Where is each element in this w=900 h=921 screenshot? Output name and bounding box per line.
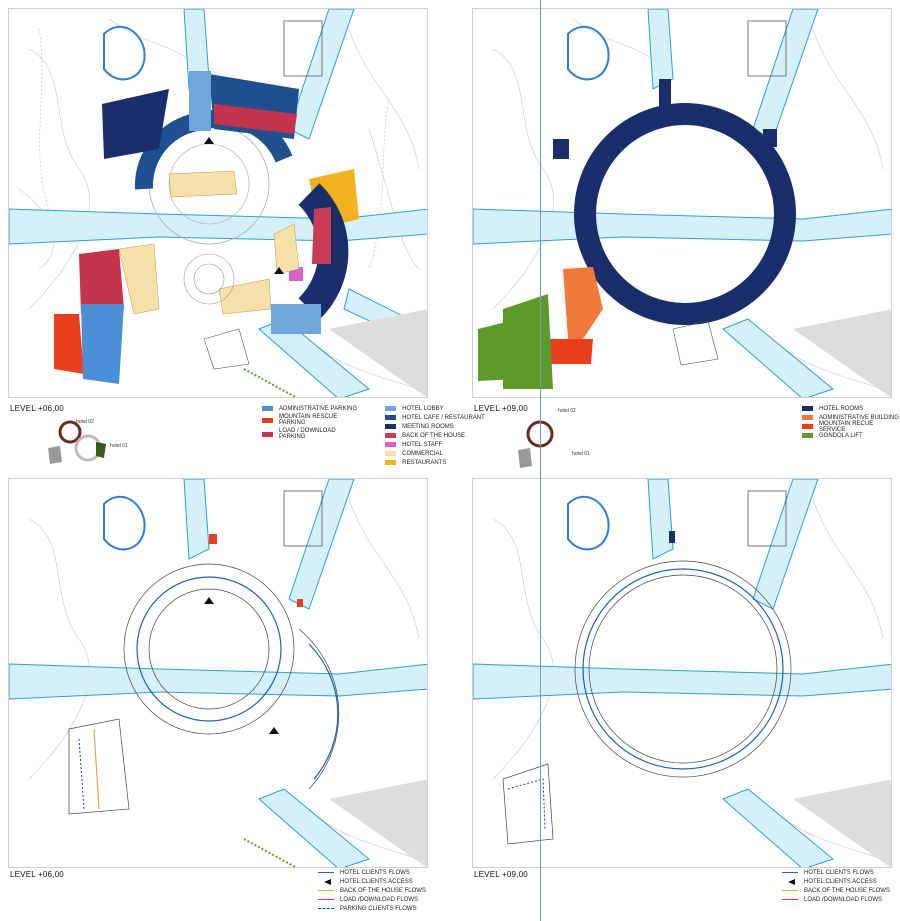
key-plan-mini (48, 420, 106, 464)
legend-item: HOTEL LOBBY (385, 404, 485, 413)
page-divider (540, 0, 541, 921)
plan-panel-bottom-left (8, 478, 428, 868)
plan-drawing (9, 479, 427, 867)
plan-drawing (473, 479, 891, 867)
access-triangle-icon (324, 878, 331, 885)
legend-item: GONDOLA LIFT (802, 431, 900, 440)
legend-item: BACK OF THE HOUSE (385, 431, 485, 440)
legend-top-right: HOTEL ROOMS ADMINISTRATIVE BUILDING MOUN… (802, 404, 900, 440)
legend-item: HOTEL CLIENTS FLOWS (782, 868, 890, 877)
legend-item: HOTEL CAFE / RESTAURANT (385, 413, 485, 422)
legend-swatch (802, 406, 813, 411)
legend-item: HOTEL STAFF (385, 440, 485, 449)
legend-item: HOTEL CLIENTS ACCESS (318, 877, 426, 886)
legend-line (782, 899, 798, 900)
legend-line (318, 890, 334, 891)
legend-line (318, 899, 334, 900)
legend-item: ADMINISTRATIVE BUILDING (802, 413, 900, 422)
legend-item: COMMERCIAL (385, 449, 485, 458)
legend-line (318, 872, 334, 873)
legend-swatch (385, 433, 397, 438)
key-plan-mini (518, 420, 554, 468)
legend-item: ADMINISTRATIVE PARKING (262, 404, 357, 413)
legend-line (318, 908, 334, 909)
legend-swatch (802, 415, 813, 420)
legend-line (782, 872, 798, 873)
legend-item: LOAD /DOWNLOAD FLOWS (318, 895, 426, 904)
legend-item: MOUNTAIN RESCUE PARKING (262, 413, 357, 427)
legend-swatch (385, 424, 397, 429)
level-label: LEVEL +09,00 (474, 404, 528, 413)
plan-drawing (473, 9, 891, 397)
legend-line (782, 890, 798, 891)
mini-label: hotel 01 (572, 451, 590, 457)
legend-swatch (802, 424, 813, 429)
legend-item: HOTEL CLIENTS ACCESS (782, 877, 890, 886)
level-label: LEVEL +06,00 (10, 870, 64, 879)
plan-panel-bottom-right (472, 478, 892, 868)
legend-top-left: ADMINISTRATIVE PARKING MOUNTAIN RESCUE P… (262, 404, 485, 467)
legend-item: BACK OF THE HOUSE FLOWS (318, 886, 426, 895)
legend-item: HOTEL ROOMS (802, 404, 900, 413)
legend-bottom-left: HOTEL CLIENTS FLOWS HOTEL CLIENTS ACCESS… (318, 868, 426, 913)
legend-swatch (385, 406, 397, 411)
mini-label: hotel 02 (76, 419, 94, 425)
legend-swatch (385, 451, 397, 456)
legend-item: LOAD /DOWNLOAD FLOWS (782, 895, 890, 904)
legend-item: PARKING CLIENTS FLOWS (318, 904, 426, 913)
plan-panel-top-left (8, 8, 428, 398)
legend-swatch (262, 406, 273, 411)
plan-panel-top-right (472, 8, 892, 398)
plan-drawing (9, 9, 427, 397)
legend-item: LOAD / DOWNLOAD PARKING (262, 427, 357, 441)
access-triangle-icon (788, 878, 795, 885)
level-label: LEVEL +06,00 (10, 404, 64, 413)
legend-swatch (262, 417, 273, 423)
legend-swatch (385, 442, 397, 447)
legend-item: MOUNTAIN RECUE SERVICE (802, 421, 900, 433)
legend-item: HOTEL CLIENTS FLOWS (318, 868, 426, 877)
mini-label: hotel 01 (110, 443, 128, 449)
legend-item: MEETING ROOMS (385, 422, 485, 431)
legend-swatch (262, 431, 273, 437)
mini-label: hotel 02 (558, 408, 576, 414)
legend-swatch (385, 460, 397, 465)
legend-bottom-right: HOTEL CLIENTS FLOWS HOTEL CLIENTS ACCESS… (782, 868, 890, 904)
legend-swatch (802, 433, 813, 438)
legend-item: RESTAURANTS (385, 458, 485, 467)
legend-item: BACK OF THE HOUSE FLOWS (782, 886, 890, 895)
level-label: LEVEL +09,00 (474, 870, 528, 879)
legend-swatch (385, 415, 397, 420)
